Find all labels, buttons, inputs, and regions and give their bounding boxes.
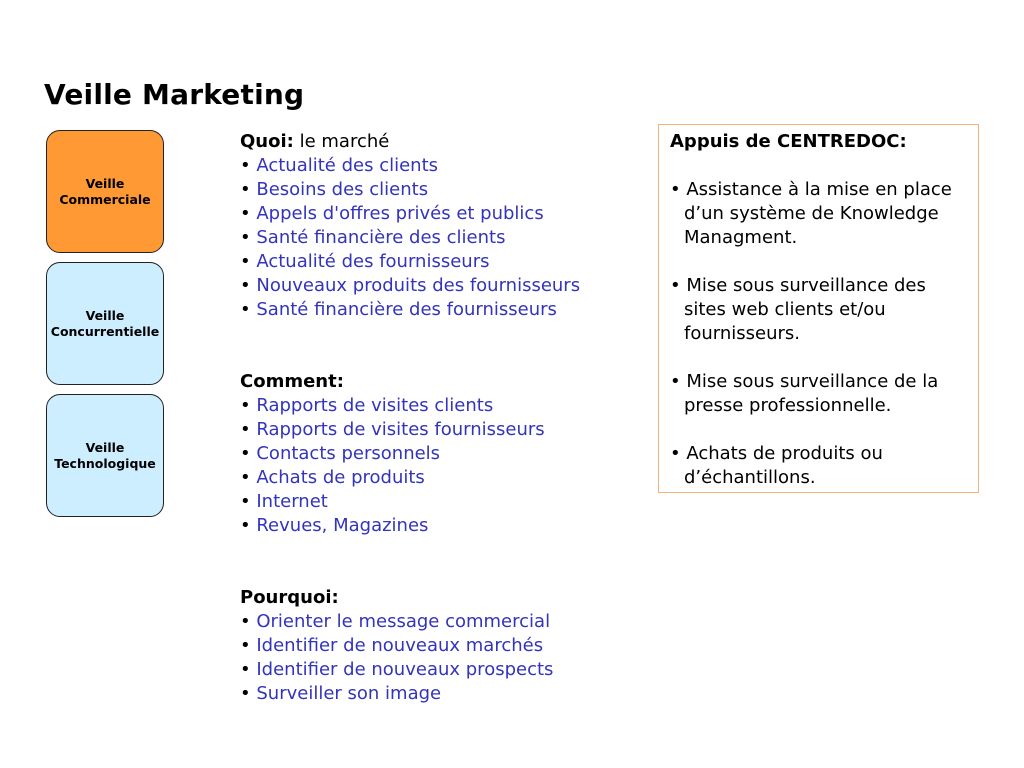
list-item: • Actualité des fournisseurs: [240, 250, 580, 274]
list-item: • Internet: [240, 490, 545, 514]
veille-commerciale-label: Veille Commerciale: [59, 175, 151, 207]
comment-list: • Rapports de visites clients• Rapports …: [240, 394, 545, 538]
bullet: •: [240, 395, 251, 416]
list-item-text: Santé financière des fournisseurs: [256, 299, 557, 320]
bullet: •: [240, 275, 251, 296]
list-item-text: Rapports de visites fournisseurs: [256, 419, 545, 440]
list-item: • Orienter le message commercial: [240, 610, 553, 634]
list-item: • Revues, Magazines: [240, 514, 545, 538]
list-item: • Nouveaux produits des fournisseurs: [240, 274, 580, 298]
list-item-text: Revues, Magazines: [256, 515, 429, 536]
list-item-text: Identifier de nouveaux marchés: [256, 635, 544, 656]
bullet: •: [240, 515, 251, 536]
list-item-text: Identifier de nouveaux prospects: [256, 659, 554, 680]
bullet: •: [240, 299, 251, 320]
list-item: • Achats de produits: [240, 466, 545, 490]
appuis-item: • Achats de produits ou d’échantillons.: [670, 443, 883, 488]
list-item-text: Orienter le message commercial: [256, 611, 551, 632]
list-item: • Besoins des clients: [240, 178, 580, 202]
bullet: •: [240, 179, 251, 200]
appuis-item: • Assistance à la mise en place d’un sys…: [670, 179, 952, 248]
bullet: •: [240, 659, 251, 680]
list-item-text: Appels d'offres privés et publics: [256, 203, 544, 224]
bullet: •: [240, 491, 251, 512]
veille-technologique-box[interactable]: Veille Technologique: [46, 394, 164, 517]
list-item-text: Actualité des fournisseurs: [256, 251, 490, 272]
appuis-centredoc-box: Appuis de CENTREDOC: • Assistance à la m…: [658, 124, 979, 493]
list-item: • Santé financière des clients: [240, 226, 580, 250]
appuis-item: • Mise sous surveillance des sites web c…: [670, 275, 926, 344]
list-item-text: Rapports de visites clients: [256, 395, 494, 416]
pourquoi-list: • Orienter le message commercial• Identi…: [240, 610, 553, 706]
bullet: •: [240, 443, 251, 464]
bullet: •: [240, 227, 251, 248]
bullet: •: [240, 203, 251, 224]
list-item: • Actualité des clients: [240, 154, 580, 178]
quoi-section: Quoi: le marché • Actualité des clients•…: [240, 130, 580, 322]
list-item: • Rapports de visites clients: [240, 394, 545, 418]
bullet: •: [240, 467, 251, 488]
bullet: •: [240, 683, 251, 704]
bullet: •: [240, 635, 251, 656]
list-item: • Identifier de nouveaux prospects: [240, 658, 553, 682]
comment-section: Comment: • Rapports de visites clients• …: [240, 370, 545, 538]
bullet: •: [240, 419, 251, 440]
pourquoi-section: Pourquoi: • Orienter le message commerci…: [240, 586, 553, 706]
list-item-text: Nouveaux produits des fournisseurs: [256, 275, 581, 296]
list-item-text: Besoins des clients: [256, 179, 429, 200]
list-item: • Surveiller son image: [240, 682, 553, 706]
bullet: •: [240, 611, 251, 632]
list-item-text: Internet: [256, 491, 328, 512]
veille-concurrentielle-label: Veille Concurrentielle: [50, 307, 160, 339]
bullet: •: [240, 251, 251, 272]
bullet: •: [240, 155, 251, 176]
list-item: • Appels d'offres privés et publics: [240, 202, 580, 226]
list-item: • Contacts personnels: [240, 442, 545, 466]
list-item-text: Contacts personnels: [256, 443, 441, 464]
list-item: • Santé financière des fournisseurs: [240, 298, 580, 322]
comment-heading: Comment:: [240, 371, 344, 392]
list-item-text: Achats de produits: [256, 467, 425, 488]
list-item-text: Surveiller son image: [256, 683, 442, 704]
list-item: • Rapports de visites fournisseurs: [240, 418, 545, 442]
quoi-list: • Actualité des clients• Besoins des cli…: [240, 154, 580, 322]
veille-commerciale-box[interactable]: Veille Commerciale: [46, 130, 164, 253]
appuis-title: Appuis de CENTREDOC:: [670, 131, 907, 152]
list-item: • Identifier de nouveaux marchés: [240, 634, 553, 658]
page-title: Veille Marketing: [44, 78, 305, 111]
pourquoi-heading: Pourquoi:: [240, 587, 339, 608]
list-item-text: Actualité des clients: [256, 155, 439, 176]
appuis-item: • Mise sous surveillance de la presse pr…: [670, 371, 939, 416]
quoi-heading: Quoi: le marché: [240, 131, 390, 152]
veille-concurrentielle-box[interactable]: Veille Concurrentielle: [46, 262, 164, 385]
veille-technologique-label: Veille Technologique: [54, 439, 156, 471]
list-item-text: Santé financière des clients: [256, 227, 506, 248]
